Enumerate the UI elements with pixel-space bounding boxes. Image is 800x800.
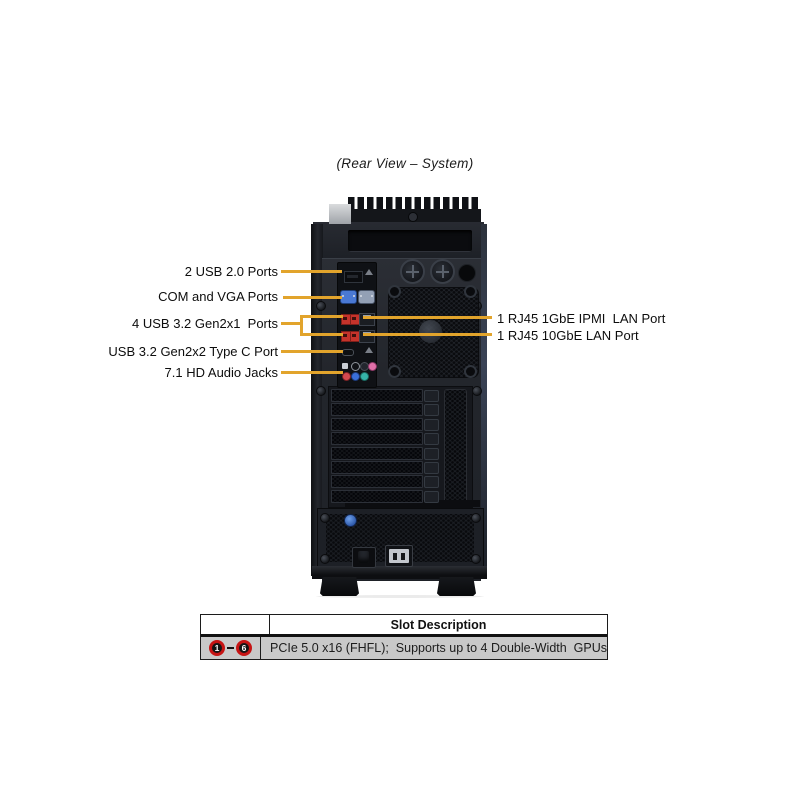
slot-latch-icon — [424, 462, 439, 474]
slot-latch-icon — [424, 476, 439, 488]
callout-usb32-label: 4 USB 3.2 Gen2x1 Ports — [132, 316, 278, 331]
fan-mount-hole-icon — [388, 365, 401, 378]
callout-line — [300, 315, 343, 318]
side-vent-strip — [444, 389, 467, 505]
thumbscrew-icon — [430, 259, 455, 284]
pcie-slot-cover — [331, 432, 423, 445]
audio-jack-icon — [342, 372, 351, 381]
screw-icon — [316, 301, 326, 311]
chassis-right-edge — [481, 224, 487, 576]
power-switch-icon — [352, 547, 376, 568]
callout-line — [281, 350, 343, 353]
rj45-ipmi-lan-port-icon — [359, 313, 375, 326]
pcie-slot-cover — [331, 490, 423, 503]
badge-range-dash — [227, 647, 235, 649]
callout-line — [363, 333, 492, 336]
slot-latch-icon — [424, 404, 439, 416]
pcie-slot-cover — [331, 389, 423, 402]
slot-badge-6-icon: 6 — [236, 640, 253, 656]
table-header-slot-cell — [201, 615, 270, 634]
chassis-left-edge — [311, 224, 323, 576]
usb2-ports-icon — [344, 271, 363, 283]
fan-hub — [419, 320, 442, 343]
figure-title: (Rear View – System) — [336, 156, 474, 171]
slot-description-table: Slot Description 1 6 PCIe 5.0 x16 (FHFL)… — [200, 614, 608, 660]
fan-mount-hole-icon — [464, 365, 477, 378]
audio-jack-icon — [360, 372, 369, 381]
callout-usb2-label: 2 USB 2.0 Ports — [184, 264, 278, 279]
rj45-10gbe-lan-port-icon — [359, 330, 375, 343]
chassis-foot — [437, 577, 476, 596]
pcie-slot-cover — [331, 418, 423, 431]
slot-description-cell: PCIe 5.0 x16 (FHFL); Supports up to 4 Do… — [270, 641, 607, 655]
audio-jack-icon — [351, 362, 360, 371]
callout-line — [281, 371, 343, 374]
screw-icon — [471, 513, 481, 523]
ac-power-inlet-icon — [385, 545, 413, 567]
audio-jack-icon — [351, 372, 360, 381]
slot-latch-icon — [424, 491, 439, 503]
callout-line — [300, 333, 343, 336]
table-data-row: 1 6 PCIe 5.0 x16 (FHFL); Supports up to … — [201, 637, 607, 659]
slot-latch-icon — [424, 390, 439, 402]
fan-mount-hole-icon — [464, 285, 477, 298]
com-port-icon — [358, 290, 375, 304]
slot-latch-icon — [424, 433, 439, 445]
callout-line — [283, 296, 342, 299]
pcie-slot-cover — [331, 403, 423, 416]
thumbscrew-icon — [400, 259, 425, 284]
slot-range-cell: 1 6 — [201, 637, 262, 659]
ground-shadow — [316, 595, 484, 598]
slot-latch-icon — [424, 448, 439, 460]
callout-line — [281, 270, 342, 273]
callout-ipmi-lan-label: 1 RJ45 1GbE IPMI LAN Port — [497, 311, 666, 326]
psu-blue-button-icon — [344, 514, 357, 527]
pcie-slot-cover — [331, 475, 423, 488]
warning-triangle-icon — [365, 347, 373, 353]
table-header-description-cell: Slot Description — [390, 617, 487, 632]
audio-jack-icon — [368, 362, 377, 371]
callout-com-vga-label: COM and VGA Ports — [158, 289, 278, 304]
callout-bracket — [300, 315, 303, 336]
screw-icon — [472, 386, 482, 396]
top-vent-slot — [348, 230, 472, 252]
chassis-foot — [320, 577, 359, 596]
round-knob-icon — [458, 264, 476, 282]
pcie-slot-cover — [331, 461, 423, 474]
screw-icon — [320, 554, 330, 564]
spdif-port-icon — [342, 363, 348, 369]
usb-type-c-port-icon — [342, 349, 354, 356]
callout-line — [281, 322, 302, 325]
callout-10gbe-lan-label: 1 RJ45 10GbE LAN Port — [497, 328, 639, 343]
pcie-slot-cover — [331, 447, 423, 460]
handle-screw-icon — [408, 212, 418, 222]
callout-audio-label: 7.1 HD Audio Jacks — [164, 365, 278, 380]
top-handle-fins — [348, 197, 481, 211]
callout-typec-label: USB 3.2 Gen2x2 Type C Port — [108, 344, 278, 359]
slot-latch-icon — [424, 419, 439, 431]
fan-mount-hole-icon — [388, 285, 401, 298]
top-left-step — [329, 204, 351, 224]
warning-triangle-icon — [365, 269, 373, 275]
screw-icon — [471, 554, 481, 564]
table-header-row: Slot Description — [201, 615, 607, 637]
chassis-bottom-rim — [312, 566, 487, 579]
callout-line — [363, 316, 492, 319]
vga-port-icon — [340, 290, 357, 304]
slot-badge-1-icon: 1 — [209, 640, 226, 656]
io-port-panel — [337, 262, 377, 388]
screw-icon — [320, 513, 330, 523]
screw-icon — [316, 386, 326, 396]
psu-divider — [345, 500, 480, 507]
